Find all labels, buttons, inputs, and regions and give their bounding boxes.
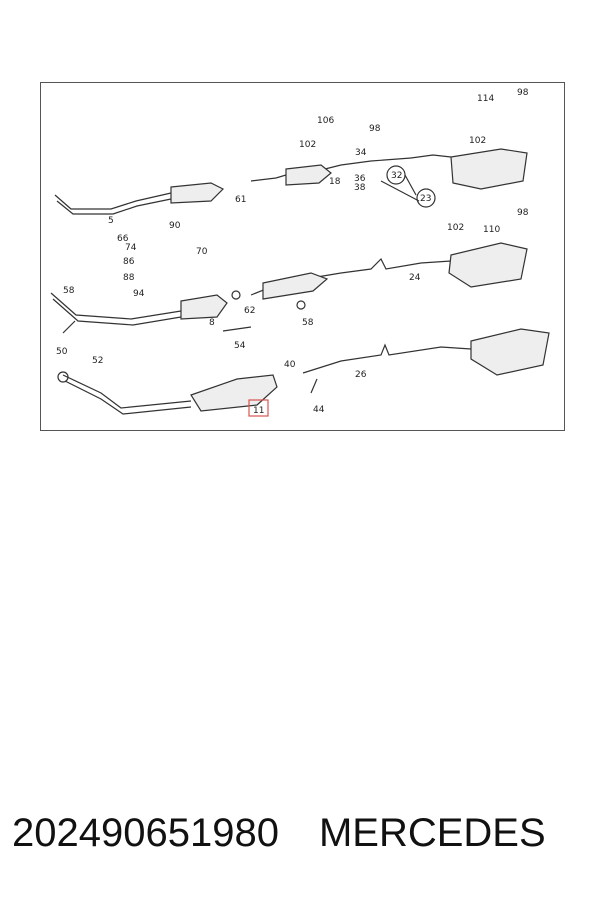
middle-front-pipe-inner (52, 298, 182, 326)
callout-40: 40 (284, 360, 296, 370)
callout-38: 38 (354, 183, 366, 193)
middle-silencer (262, 272, 329, 300)
bolt-44 (310, 378, 318, 394)
callout-52: 52 (92, 356, 103, 366)
bottom-catalytic-converter (190, 374, 278, 412)
bolt-54 (222, 326, 252, 332)
callout-11: 11 (253, 406, 264, 416)
callout-88: 88 (123, 273, 135, 283)
top-front-pipe-inner (56, 198, 172, 215)
callout-62: 62 (244, 306, 255, 316)
callout-110: 110 (483, 225, 500, 235)
callout-58-right: 58 (302, 318, 314, 328)
callout-98-right: 98 (517, 208, 529, 218)
nut-58 (296, 300, 306, 310)
top-rear-silencer (450, 148, 528, 190)
callout-98-mid: 98 (369, 124, 381, 134)
callout-102-bottom: 102 (447, 223, 464, 233)
callout-98-top: 98 (517, 88, 529, 98)
highlight-box-11 (248, 399, 269, 417)
middle-rear-silencer (448, 242, 528, 288)
callout-34: 34 (355, 148, 367, 158)
callout-26: 26 (355, 370, 367, 380)
callout-74: 74 (125, 243, 137, 253)
callout-24: 24 (409, 273, 421, 283)
top-middle-silencer (285, 164, 332, 186)
bottom-front-pipe (62, 374, 192, 409)
callout-5: 5 (108, 216, 114, 226)
top-catalytic-converter (170, 182, 225, 204)
exhaust-system-diagram: 114 98 106 98 102 102 34 32 18 36 38 23 … (50, 88, 550, 417)
top-tail-pipe (410, 154, 452, 159)
part-caption: 202490651980 MERCEDES (12, 803, 592, 863)
callout-8: 8 (209, 318, 215, 328)
clamp-ring-23 (416, 188, 436, 208)
ring-52 (57, 371, 69, 383)
callout-61: 61 (235, 195, 246, 205)
callout-54: 54 (234, 341, 246, 351)
leader-32-23 (380, 174, 420, 202)
callout-44: 44 (313, 405, 325, 415)
part-number: 202490651980 (12, 810, 279, 855)
exhaust-diagram-frame: 114 98 106 98 102 102 34 32 18 36 38 23 … (40, 82, 565, 431)
callout-114: 114 (477, 94, 494, 104)
callout-58-left: 58 (63, 286, 75, 296)
brand-name: MERCEDES (318, 810, 546, 855)
gasket-62 (231, 290, 241, 300)
callout-106: 106 (317, 116, 334, 126)
callout-66: 66 (117, 234, 129, 244)
bolt-50 (62, 320, 76, 334)
callout-90: 90 (169, 221, 181, 231)
callout-102-right: 102 (469, 136, 486, 146)
callout-70: 70 (196, 247, 208, 257)
callout-94: 94 (133, 289, 145, 299)
top-front-pipe (54, 192, 172, 210)
callout-50: 50 (56, 347, 68, 357)
bottom-front-pipe-inner (64, 380, 192, 415)
bottom-rear-silencer (470, 328, 550, 376)
callout-102-top: 102 (299, 140, 316, 150)
callout-23: 23 (420, 194, 431, 204)
middle-catalytic-converter (180, 294, 228, 320)
callout-36: 36 (354, 174, 366, 184)
middle-front-pipe (50, 292, 182, 320)
callout-86: 86 (123, 257, 135, 267)
callout-32: 32 (391, 171, 402, 181)
bottom-pipe-26 (302, 343, 472, 374)
callout-18: 18 (329, 177, 341, 187)
